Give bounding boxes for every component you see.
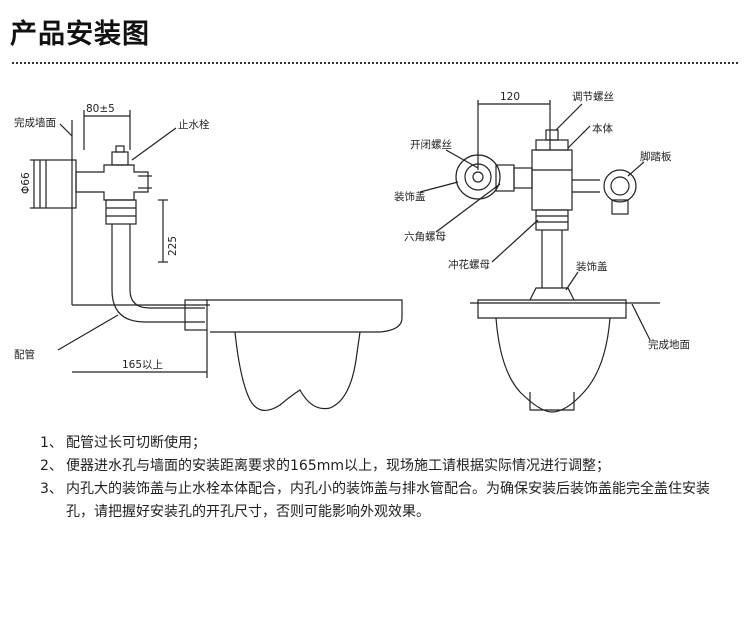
label-pedal: 脚踏板 — [640, 150, 672, 163]
label-stop-valve: 止水栓 — [178, 118, 210, 131]
note-number: 1、 — [40, 435, 63, 451]
stop-valve — [75, 164, 149, 201]
decor-cover — [455, 154, 501, 200]
label-finished-wall: 完成墙面 — [14, 116, 56, 129]
note-number: 2、 — [40, 458, 63, 474]
right-view — [419, 100, 660, 413]
note-item: 1、 配管过长可切断使用； — [40, 432, 720, 455]
note-text: 内孔大的装饰盖与止水栓本体配合，内孔小的装饰盖与排水管配合。为确保安装后装饰盖能… — [66, 481, 710, 520]
installation-diagram: 完成墙面 80±5 止水栓 Φ66 225 配管 165以上 — [14, 91, 690, 413]
label-decor-cover: 装饰盖 — [394, 190, 426, 203]
dotted-divider — [12, 62, 738, 64]
label-dim-80: 80±5 — [86, 103, 115, 115]
label-body: 本体 — [592, 122, 613, 135]
note-number: 3、 — [40, 481, 63, 497]
label-pipe: 配管 — [14, 348, 35, 361]
pedal — [603, 169, 637, 203]
label-finished-floor: 完成地面 — [648, 338, 690, 351]
valve-body — [531, 149, 573, 211]
note-text: 便器进水孔与墙面的安装距离要求的165mm以上，现场施工请根据实际情况进行调整； — [66, 458, 610, 474]
toilet-bowl-right — [477, 299, 627, 319]
label-floor-cover: 装饰盖 — [576, 260, 608, 273]
label-flush-nut: 冲花螺母 — [448, 258, 490, 271]
note-item: 3、 内孔大的装饰盖与止水栓本体配合，内孔小的装饰盖与排水管配合。为确保安装后装… — [40, 478, 720, 524]
label-dim-120: 120 — [500, 91, 520, 103]
installation-notes: 1、 配管过长可切断使用； 2、 便器进水孔与墙面的安装距离要求的165mm以上… — [40, 432, 720, 524]
flush-nut — [535, 209, 569, 231]
note-item: 2、 便器进水孔与墙面的安装距离要求的165mm以上，现场施工请根据实际情况进行… — [40, 455, 720, 478]
floor-cover — [529, 287, 575, 301]
label-switch-screw: 开闭螺丝 — [410, 138, 452, 151]
label-adjust-screw: 调节螺丝 — [572, 91, 614, 103]
toilet-bowl-left — [205, 299, 403, 333]
connecting-pipe — [111, 289, 205, 323]
note-text: 配管过长可切断使用； — [66, 435, 206, 451]
left-view — [30, 110, 403, 411]
page-title: 产品安装图 — [10, 19, 150, 50]
label-hex-nut: 六角螺母 — [404, 231, 446, 243]
label-height-225: 225 — [167, 236, 179, 256]
label-diameter: Φ66 — [20, 172, 32, 194]
label-dim-165: 165以上 — [122, 359, 163, 371]
